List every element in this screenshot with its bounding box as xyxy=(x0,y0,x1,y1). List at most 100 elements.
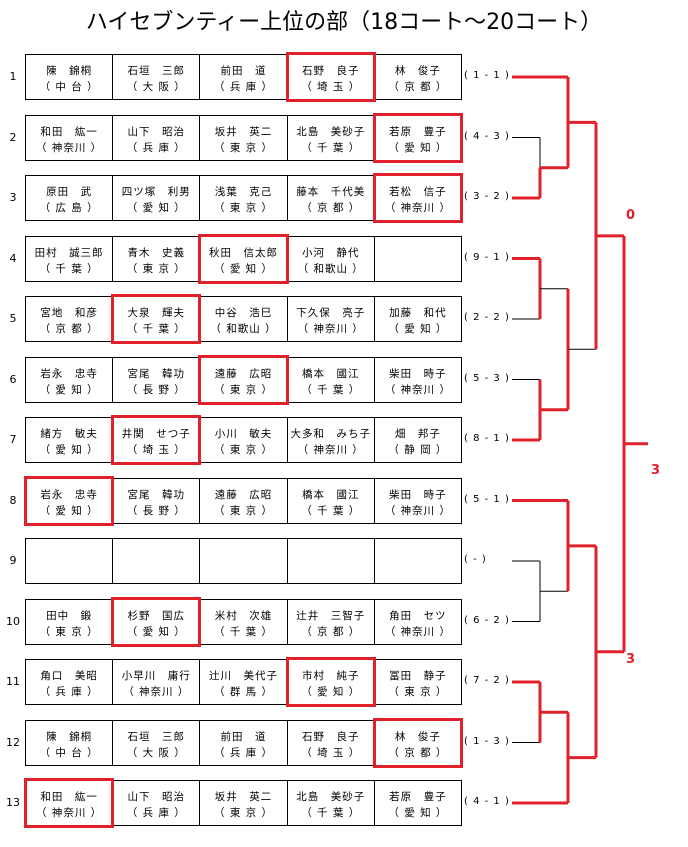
player-prefecture: （ 長 野 ） xyxy=(126,383,186,396)
player-name: 若原 豊子 xyxy=(389,791,447,803)
player-name: 石垣 三郎 xyxy=(127,730,186,743)
player-prefecture: （ 東 京 ） xyxy=(214,202,274,214)
player-cell: 山下 昭治（ 兵 庫 ） xyxy=(113,115,201,160)
player-name: 石野 良子 xyxy=(301,730,360,743)
player-name: 宮尾 韓功 xyxy=(127,488,186,501)
player-prefecture: （ 東 京 ） xyxy=(388,686,448,698)
player-cell xyxy=(113,539,201,583)
player-cell: 遠藤 広昭（ 東 京 ） xyxy=(200,478,288,523)
player-prefecture: （ 東 京 ） xyxy=(126,262,186,275)
player-name: 小川 敏夫 xyxy=(214,428,273,440)
player-prefecture: （ 広 島 ） xyxy=(39,202,99,214)
player-cell: 角口 美昭（ 兵 庫 ） xyxy=(26,660,114,704)
player-prefecture: （ 千 葉 ） xyxy=(301,504,361,517)
player-prefecture: （ 埼 玉 ） xyxy=(301,81,361,93)
player-prefecture: （ 東 京 ） xyxy=(214,444,274,456)
player-prefecture: （ 静 岡 ） xyxy=(388,444,448,456)
player-prefecture: （ 愛 知 ） xyxy=(39,383,99,396)
player-name: 小河 静代 xyxy=(301,246,360,259)
player-prefecture: （ 神奈川 ） xyxy=(384,625,451,638)
player-cell: 北島 美砂子（ 千 葉 ） xyxy=(288,115,375,160)
match-row: 和田 紘一（ 神奈川 ）山下 昭治（ 兵 庫 ）坂井 英二（ 東 京 ）北島 美… xyxy=(24,778,462,828)
match-score: ( 4 - 3 ) xyxy=(464,130,510,142)
player-name: 角田 セツ xyxy=(389,609,447,622)
player-name: 陳 錦桐 xyxy=(46,65,93,77)
player-name: 加藤 和代 xyxy=(389,307,447,319)
player-name: 浅葉 克己 xyxy=(214,186,273,198)
player-prefecture: （ 愛 知 ） xyxy=(126,625,186,638)
player-prefecture: （ 神奈川 ） xyxy=(384,504,451,517)
row-number: 8 xyxy=(9,493,17,507)
player-name: 若松 信子 xyxy=(389,186,447,198)
player-cell: 陳 錦桐（ 中 台 ） xyxy=(26,720,114,765)
player-cell: 山下 昭治（ 兵 庫 ） xyxy=(113,781,201,825)
player-cell: 和田 紘一（ 神奈川 ） xyxy=(26,115,114,160)
player-cell: 冨田 静子（ 東 京 ） xyxy=(375,660,461,704)
player-cell: 下久保 亮子（ 神奈川 ） xyxy=(288,297,375,341)
player-cell: 小河 静代（ 和歌山 ） xyxy=(288,236,375,281)
player-name: 宮地 和彦 xyxy=(40,307,98,319)
player-cell: 大多和 みち子（ 神奈川 ） xyxy=(288,418,375,462)
player-name: 宮尾 韓功 xyxy=(127,367,186,380)
player-name: 陳 錦桐 xyxy=(46,730,93,743)
player-cell: 橋本 國江 （ 千 葉 ） xyxy=(288,478,375,523)
player-prefecture: （ 愛 知 ） xyxy=(214,262,274,275)
player-prefecture: （ 千 葉 ） xyxy=(39,262,99,275)
player-name: 緒方 敏夫 xyxy=(40,428,98,440)
match-score: ( 6 - 2 ) xyxy=(464,614,510,626)
player-prefecture: （ 神奈川 ） xyxy=(297,323,364,335)
player-name: 石野 良子 xyxy=(301,65,360,77)
player-name: 北島 美砂子 xyxy=(296,791,366,803)
player-prefecture: （ 千 葉 ） xyxy=(126,323,186,335)
round-score-3: 3 xyxy=(626,652,636,667)
row-number: 4 xyxy=(9,251,17,265)
player-name: 和田 紘一 xyxy=(40,791,98,803)
player-cell: 橋本 國江（ 千 葉 ） xyxy=(288,357,375,402)
player-name: 米村 次雄 xyxy=(214,609,273,622)
player-prefecture: （ 京 都 ） xyxy=(388,746,448,759)
player-cell: 柴田 時子（ 神奈川 ） xyxy=(375,358,461,402)
match-score: ( 2 - 2 ) xyxy=(464,312,510,323)
player-cell: 石野 良子（ 埼 玉 ） xyxy=(288,720,375,765)
match-score: ( 1 - 3 ) xyxy=(464,735,510,747)
player-name: 角口 美昭 xyxy=(40,670,98,682)
player-cell: 前田 道（ 兵 庫 ） xyxy=(200,720,288,765)
player-cell xyxy=(200,539,288,583)
player-name: 井関 せつ子 xyxy=(121,428,191,440)
match-score: ( 3 - 2 ) xyxy=(464,191,510,202)
match-row: 田中 鍛（ 東 京 ）杉野 国広（ 愛 知 ）米村 次雄（ 千 葉 ）辻井 三智… xyxy=(25,596,462,647)
player-cell: 四ツ塚 利男（ 愛 知 ） xyxy=(113,176,201,220)
player-prefecture: （ 千 葉 ） xyxy=(301,141,361,154)
player-prefecture: （ 京 都 ） xyxy=(388,81,448,93)
player-cell: 田中 鍛（ 東 京 ） xyxy=(26,599,114,644)
player-name: 柴田 時子 xyxy=(389,367,447,380)
player-name: 原田 武 xyxy=(46,186,93,198)
player-prefecture: （ 埼 玉 ） xyxy=(126,444,186,456)
round-score-2: 3 xyxy=(651,463,661,478)
player-name: 橋本 國江 xyxy=(301,488,360,501)
player-cell: 石垣 三郎（ 大 阪 ） xyxy=(113,720,201,765)
player-prefecture: （ 東 京 ） xyxy=(214,383,274,396)
match-row xyxy=(25,538,462,584)
player-prefecture: （ 群 馬 ） xyxy=(214,686,274,698)
match-score: ( 4 - 1 ) xyxy=(464,796,510,807)
match-score: ( 5 - 3 ) xyxy=(464,372,510,384)
player-name: 中谷 浩巳 xyxy=(214,307,273,319)
player-cell: 藤本 千代美（ 京 都 ） xyxy=(288,176,375,220)
player-prefecture: （ 東 京 ） xyxy=(39,625,99,638)
player-prefecture: （ 愛 知 ） xyxy=(39,504,99,517)
round-score-1: 0 xyxy=(626,208,636,223)
player-cell: 角田 セツ （ 神奈川 ） xyxy=(375,600,461,644)
player-name: 秋田 信太郎 xyxy=(209,246,278,259)
player-cell: 岩永 忠寺（ 愛 知 ） xyxy=(26,357,114,402)
player-name: 和田 紘一 xyxy=(40,125,98,138)
row-number: 11 xyxy=(6,675,20,688)
player-name: 遠藤 広昭 xyxy=(214,367,273,380)
player-prefecture: （ 兵 庫 ） xyxy=(126,807,186,819)
player-name: 坂井 英二 xyxy=(214,791,273,803)
row-number: 7 xyxy=(9,433,17,446)
player-name: 畑 邦子 xyxy=(394,428,441,440)
player-cell: 加藤 和代（ 愛 知 ） xyxy=(375,297,461,341)
player-name: 坂井 英二 xyxy=(214,125,273,138)
